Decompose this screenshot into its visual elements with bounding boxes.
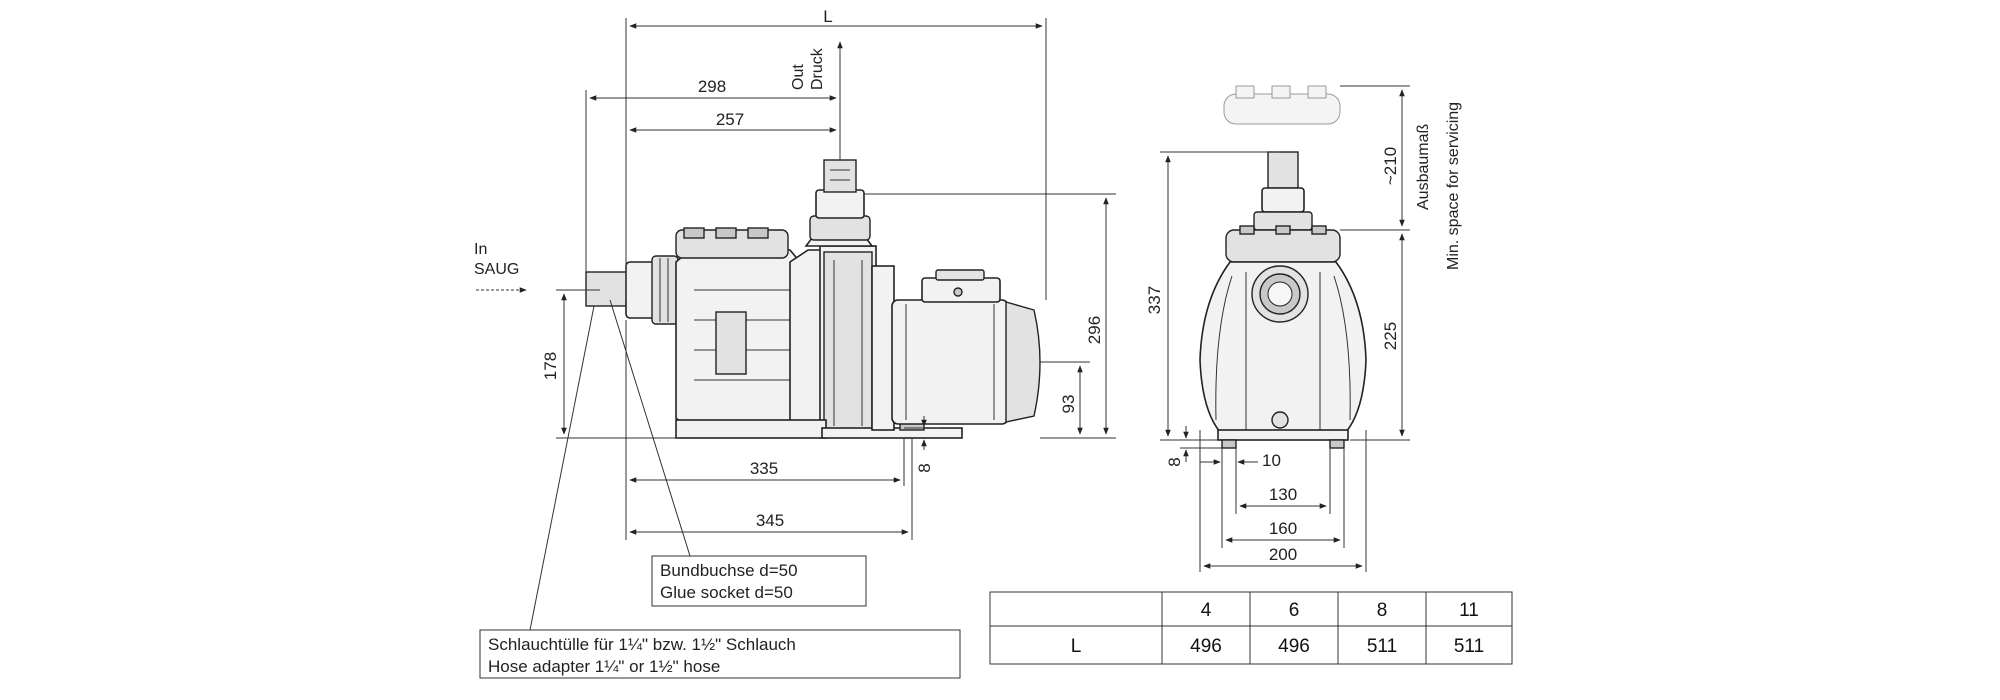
dim-296: 296 [1085,316,1104,344]
dim-335: 335 [750,459,778,478]
dim-93: 93 [1059,395,1078,414]
table-value-cell: 511 [1367,636,1397,657]
table-header-cell: 4 [1201,600,1212,621]
service-label-en: Min. space for servicing [1445,102,1462,270]
dim-257: 257 [716,110,744,129]
side-view-dimensions: L 298 257 Out Druck 296 93 178 In SAUG [474,7,1116,540]
table-header-cell: 11 [1459,600,1479,621]
dim-L-label: L [823,7,832,26]
dim-337: 337 [1145,286,1164,314]
table-value-cell: 496 [1190,636,1222,657]
outlet-label-druck: Druck [809,47,826,90]
table-value-cell: 496 [1278,636,1310,657]
length-table: L 4 6 8 11 496 496 511 511 [989,591,1513,665]
dim-345: 345 [756,511,784,530]
outlet-label-out: Out [790,64,807,90]
inlet-label-in: In [474,241,487,258]
dim-200: 200 [1269,545,1297,564]
callout-glue-socket-de: Bundbuchse d=50 [660,561,798,580]
dim-10: 10 [1262,451,1281,470]
service-label-de: Ausbaumaß [1415,124,1432,210]
dim-8-front: 8 [1165,457,1184,466]
dim-160: 160 [1269,519,1297,538]
side-view-pump [585,159,1041,439]
table-header-cell: 6 [1289,600,1300,621]
callout-glue-socket-en: Glue socket d=50 [660,583,793,602]
table-row-label: L [1071,636,1082,657]
dim-298: 298 [698,77,726,96]
front-view-pump [1199,85,1367,449]
dim-210: ~210 [1381,147,1400,185]
dim-8-side: 8 [915,463,934,472]
callouts: Bundbuchse d=50 Glue socket d=50 Schlauc… [479,299,961,679]
dim-225: 225 [1381,322,1400,350]
callout-hose-adapter-de: Schlauchtülle für 1¼" bzw. 1½" Schlauch [488,635,796,654]
dim-178: 178 [541,352,560,380]
front-view-dimensions: 337 ~210 225 Ausbaumaß Min. space for se… [1145,85,1462,572]
dim-130: 130 [1269,485,1297,504]
inlet-label-saug: SAUG [474,261,519,278]
callout-hose-adapter-en: Hose adapter 1¼" or 1½" hose [488,657,720,676]
table-value-cell: 511 [1454,636,1484,657]
table-header-cell: 8 [1377,600,1388,621]
